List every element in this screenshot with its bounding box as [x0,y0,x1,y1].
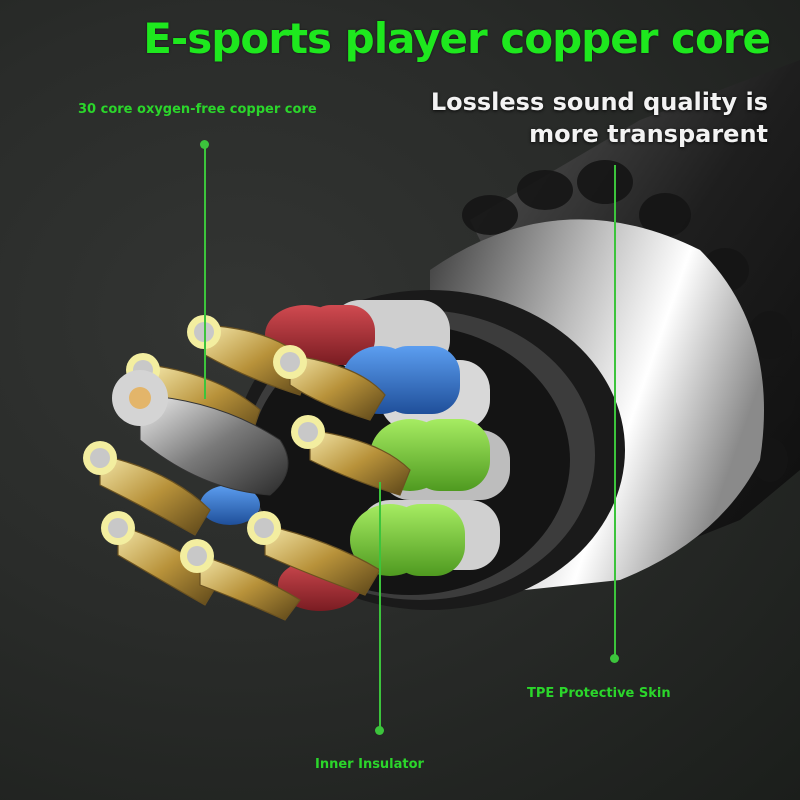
callout-inner-insulator-dot [375,726,384,735]
subheadline: Lossless sound quality is more transpare… [431,86,768,150]
callout-tpe-skin-dot [610,654,619,663]
headline: E-sports player copper core [143,14,771,63]
callout-copper-core-label: 30 core oxygen-free copper core [78,102,317,117]
callout-inner-insulator-label: Inner Insulator [315,757,424,772]
callout-tpe-skin-leader-line [614,165,616,657]
callout-tpe-skin-label: TPE Protective Skin [527,686,671,701]
callout-inner-insulator-leader-line [379,482,381,730]
subheadline-line-1: Lossless sound quality is [430,88,768,116]
callout-copper-core-leader-line [204,144,206,399]
strand-end-faces [83,315,325,573]
subheadline-line-2: more transparent [529,120,768,148]
